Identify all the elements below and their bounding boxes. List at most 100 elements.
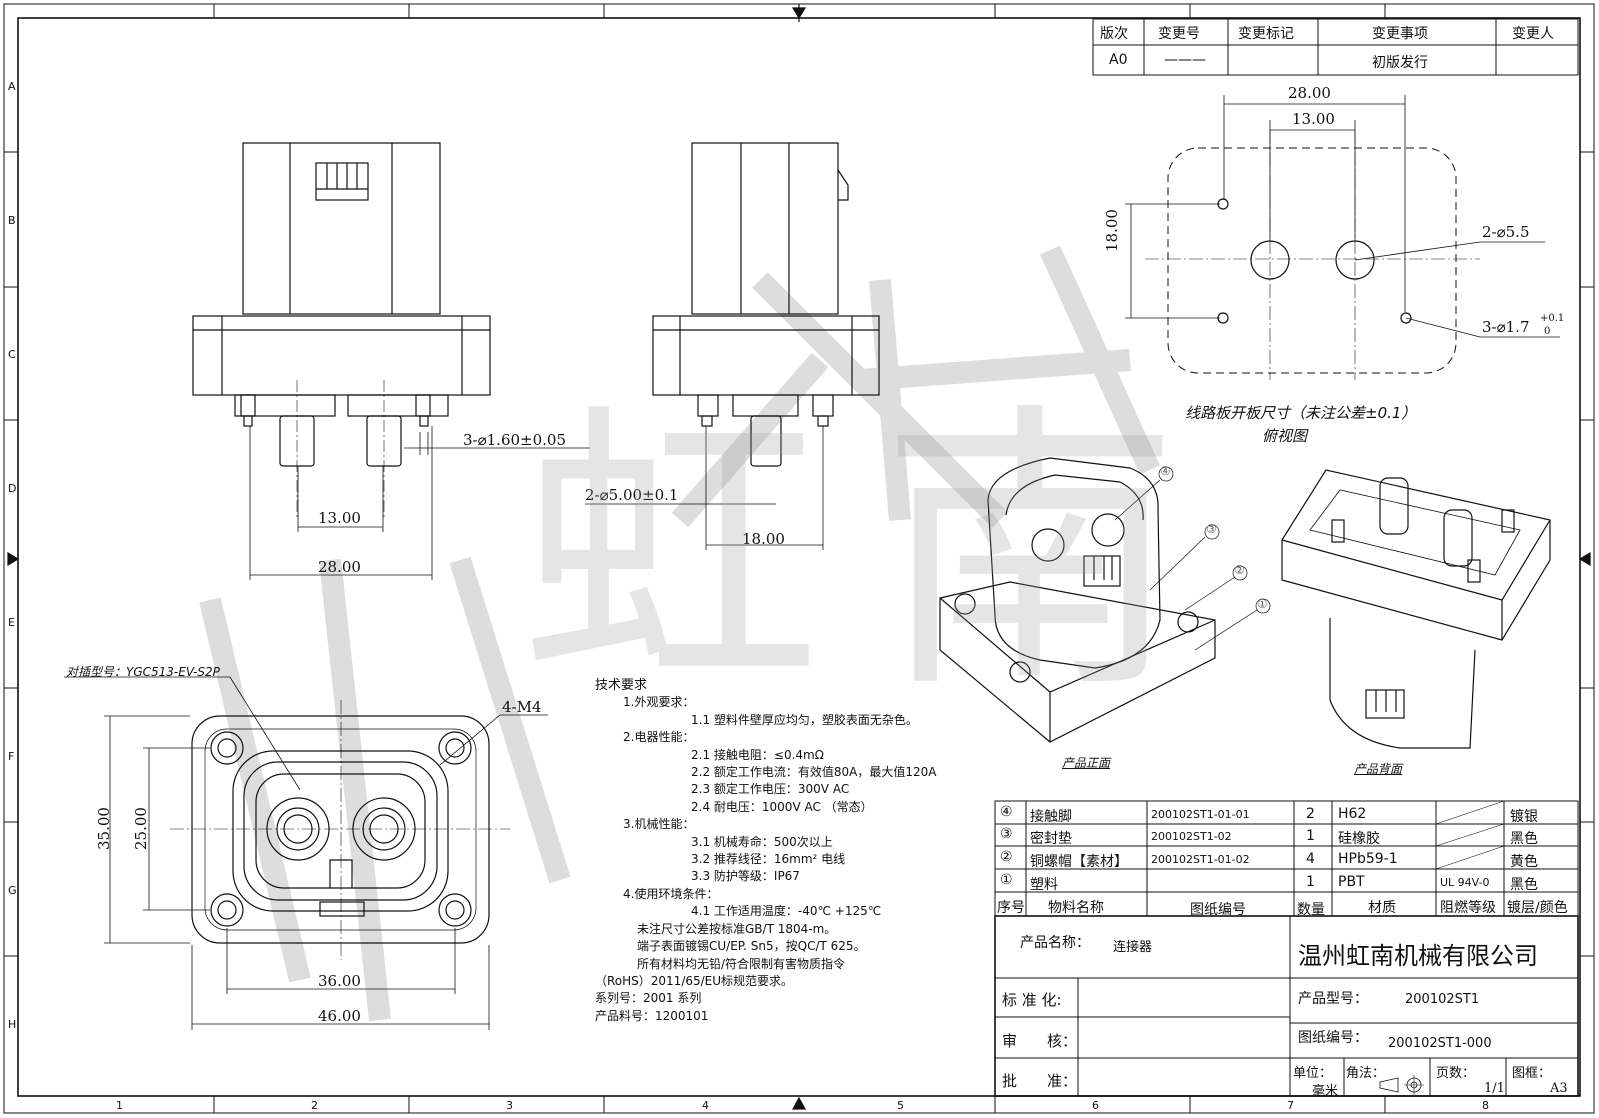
iso-back-view [1281, 469, 1551, 749]
dim-pcb-18: 18.00 [1103, 209, 1121, 252]
dim-18: 18.00 [742, 530, 785, 548]
revision-table-lines [1092, 18, 1579, 76]
dim-m4: 4-M4 [502, 698, 542, 716]
page-value: 1/1 [1484, 1081, 1505, 1096]
unit-value: 毫米 [1312, 1084, 1339, 1099]
size-label: 图框： [1512, 1066, 1552, 1081]
dim-pin2: 2-⌀5.00±0.1 [585, 486, 679, 504]
bom-header: 阻燃等级 [1440, 900, 1496, 916]
tech-line: （RoHS）2011/65/EU标规范要求。 [595, 973, 794, 988]
rev-item: 初版发行 [1372, 55, 1428, 71]
page-label: 页数： [1436, 1066, 1476, 1081]
bottom-view [64, 676, 548, 1030]
bom-header: 序号 [997, 900, 1025, 916]
dim-25: 25.00 [132, 807, 150, 850]
row-label: G [8, 884, 17, 897]
bom-drawing: 200102ST1-01-02 [1151, 853, 1250, 866]
bom-header: 物料名称 [1048, 900, 1104, 916]
review-label: 审 核： [1002, 1032, 1078, 1050]
col-label: 4 [702, 1099, 709, 1112]
row-label: H [8, 1018, 17, 1031]
callout-2: ② [1234, 563, 1245, 577]
bom-material: PBT [1338, 874, 1365, 890]
rev-header: 变更人 [1512, 26, 1554, 42]
bom-material: 硅橡胶 [1338, 831, 1380, 847]
dim-hole-5-5: 2-⌀5.5 [1482, 223, 1530, 241]
dim-46: 46.00 [318, 1007, 361, 1025]
rev-header: 版次 [1100, 26, 1128, 42]
callout-3: ③ [1206, 522, 1217, 536]
rev-header: 变更号 [1158, 26, 1200, 42]
pcb-view-caption: 俯视图 [1262, 427, 1308, 445]
rev-version: A0 [1109, 52, 1128, 68]
bom-header: 数量 [1297, 902, 1325, 918]
tech-line: 1.1 塑料件壁厚应均匀，塑胶表面无杂色。 [691, 712, 918, 727]
bom-header: 图纸编号 [1190, 902, 1246, 918]
rev-header: 变更标记 [1238, 26, 1294, 42]
bom-qty: 2 [1306, 806, 1315, 822]
col-label: 5 [897, 1099, 904, 1112]
tech-line: 产品料号：1200101 [595, 1008, 709, 1023]
bom-no: ④ [1000, 804, 1013, 820]
bom-no: ① [1000, 872, 1013, 888]
model-value: 200102ST1 [1405, 992, 1480, 1007]
bom-name: 塑料 [1030, 877, 1058, 893]
rev-change-no: ——— [1164, 52, 1206, 68]
drawing-no-label: 图纸编号： [1298, 1030, 1368, 1046]
bom-finish: 黑色 [1510, 831, 1538, 847]
bom-finish: 镀银 [1510, 809, 1538, 825]
row-label: B [8, 214, 16, 227]
callout-4: ④ [1160, 464, 1171, 478]
bom-no: ③ [1000, 826, 1013, 842]
bom-drawing: 200102ST1-02 [1151, 830, 1232, 843]
tech-line: 端子表面镀锡CU/EP. Sn5，按QC/T 625。 [637, 939, 866, 954]
tech-line: 4.使用环境条件： [623, 886, 719, 901]
dim-pcb-28: 28.00 [1288, 84, 1331, 102]
tech-line: 1.外观要求： [623, 695, 695, 710]
bom-finish: 黄色 [1510, 854, 1538, 870]
front-view [192, 142, 590, 580]
callout-1: ① [1257, 597, 1268, 611]
col-label: 2 [311, 1099, 318, 1112]
bom-header: 镀层/颜色 [1507, 900, 1568, 916]
tech-requirements: 技术要求 1.外观要求： 1.1 塑料件壁厚应均匀，塑胶表面无杂色。 2.电器性… [595, 677, 937, 1025]
angle-label: 角法： [1346, 1066, 1386, 1081]
col-label: 6 [1092, 1099, 1099, 1112]
size-value: A3 [1550, 1081, 1568, 1096]
row-label: E [8, 616, 15, 629]
mating-model: 对插型号：YGC513-EV-S2P [66, 665, 220, 679]
tech-line: 3.机械性能： [623, 817, 695, 832]
dim-hole-1-7: 3-⌀1.7 [1482, 318, 1530, 336]
bom-name: 铜螺帽【素材】 [1030, 854, 1128, 870]
row-label: C [8, 348, 16, 361]
tech-line: 2.电器性能： [623, 730, 695, 745]
dim-pcb-13: 13.00 [1292, 110, 1335, 128]
back-caption: 产品背面 [1354, 762, 1403, 776]
tech-title: 技术要求 [595, 678, 648, 693]
approve-label: 批 准： [1002, 1072, 1078, 1090]
col-label: 1 [116, 1099, 123, 1112]
tech-line: 2.3 额定工作电压：300V AC [691, 782, 850, 797]
tech-line: 3.3 防护等级：IP67 [691, 869, 800, 884]
drawing-frame [3, 3, 1595, 1114]
row-label: D [8, 482, 17, 495]
bom-qty: 1 [1306, 874, 1315, 890]
dim-pin-diameter: 3-⌀1.60±0.05 [463, 431, 567, 449]
dim-hole-1-7-tol-down: 0 [1544, 326, 1551, 337]
row-label: A [8, 80, 16, 93]
tech-line: 未注尺寸公差按标准GB/T 1804-m。 [637, 921, 837, 936]
tech-line: 3.1 机械寿命：500次以上 [691, 834, 833, 849]
bom-qty: 4 [1306, 851, 1315, 867]
tech-line: 系列号：2001 系列 [595, 991, 702, 1006]
watermark: 虹南 [520, 379, 1240, 728]
pcb-layout [1125, 95, 1560, 380]
dim-36: 36.00 [318, 972, 361, 990]
tech-line: 2.2 额定工作电流：有效值80A，最大值120A [691, 765, 937, 780]
col-label: 3 [506, 1099, 513, 1112]
bom-finish: 黑色 [1510, 877, 1538, 893]
unit-label: 单位： [1293, 1066, 1333, 1081]
col-label: 8 [1482, 1099, 1489, 1112]
row-label: F [8, 750, 15, 763]
tech-line: 2.4 耐电压：1000V AC （常态） [691, 799, 873, 814]
